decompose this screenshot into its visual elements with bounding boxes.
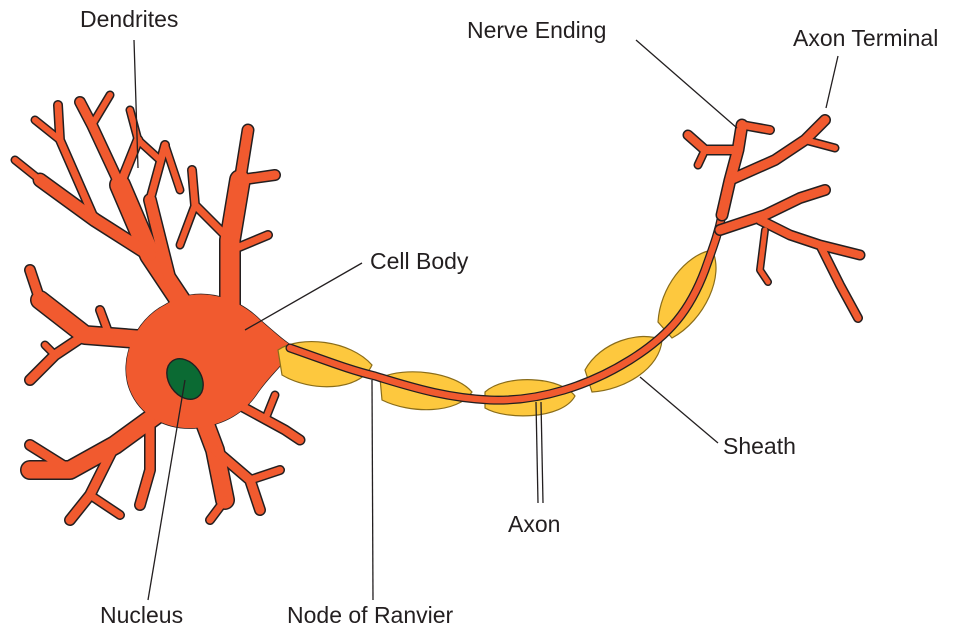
axon-terminal-leader (826, 56, 838, 108)
label-dendrites: Dendrites (80, 8, 178, 31)
axon-leader-1 (536, 402, 538, 503)
sheath-leader (640, 377, 718, 443)
node-of-ranvier-leader (372, 380, 373, 600)
label-node-of-ranvier: Node of Ranvier (287, 604, 453, 627)
axon-leader-2 (541, 402, 543, 503)
dendrites (15, 95, 300, 520)
label-cell-body: Cell Body (370, 250, 468, 273)
label-axon: Axon (508, 513, 560, 536)
axon (290, 215, 722, 400)
label-sheath: Sheath (723, 435, 796, 458)
label-nucleus: Nucleus (100, 604, 183, 627)
myelin-sheath (278, 250, 716, 416)
cell-body-leader (245, 263, 362, 330)
label-axon-terminal: Axon Terminal (793, 27, 938, 50)
label-nerve-ending: Nerve Ending (467, 19, 606, 42)
axon-terminals (688, 120, 860, 318)
nerve-ending-leader (636, 40, 737, 128)
